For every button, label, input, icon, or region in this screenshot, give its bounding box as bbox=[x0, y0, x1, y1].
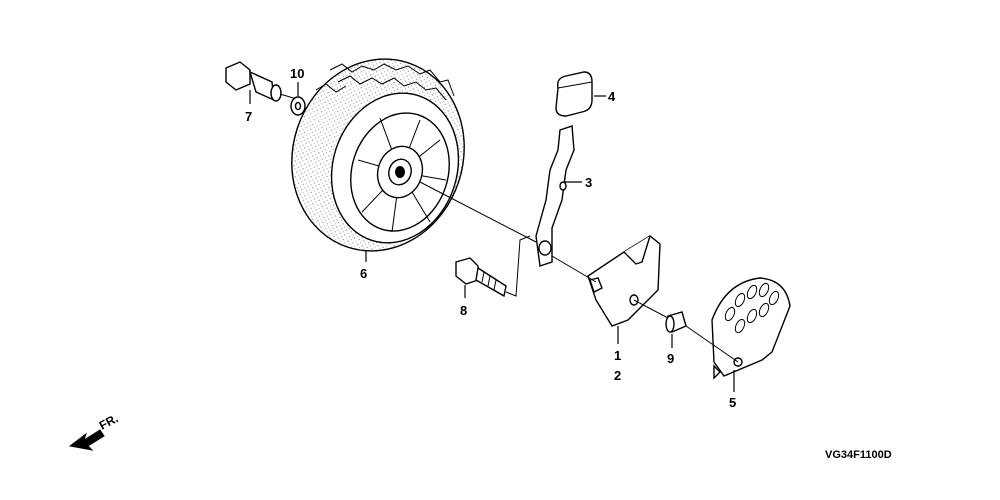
label-part-4: 4 bbox=[608, 89, 616, 104]
assembly-lines bbox=[419, 181, 739, 363]
label-part-6: 6 bbox=[360, 266, 367, 281]
label-part-10: 10 bbox=[290, 66, 304, 81]
front-marker-text: FR. bbox=[97, 411, 121, 432]
label-part-1: 1 bbox=[614, 348, 621, 363]
leader-lines bbox=[249, 82, 735, 392]
label-part-8: 8 bbox=[460, 303, 467, 318]
drawing-code: VG34F1100D bbox=[825, 449, 892, 461]
label-part-5: 5 bbox=[729, 395, 736, 410]
label-part-3: 3 bbox=[585, 175, 592, 190]
washer-part-10 bbox=[290, 96, 306, 116]
front-direction-marker: FR. bbox=[68, 411, 121, 451]
wheel-part-6 bbox=[291, 58, 465, 252]
bracket-part-1-2 bbox=[587, 235, 661, 327]
adjuster-plate-part-5 bbox=[711, 277, 791, 380]
shoulder-bolt-part-7 bbox=[225, 61, 301, 102]
flange-bolt-part-8 bbox=[455, 235, 531, 298]
label-part-2: 2 bbox=[614, 368, 621, 383]
label-part-9: 9 bbox=[667, 351, 674, 366]
lever-part-3 bbox=[535, 125, 575, 267]
label-part-7: 7 bbox=[245, 109, 252, 124]
grip-part-4 bbox=[555, 71, 593, 117]
collar-part-9 bbox=[665, 311, 687, 333]
